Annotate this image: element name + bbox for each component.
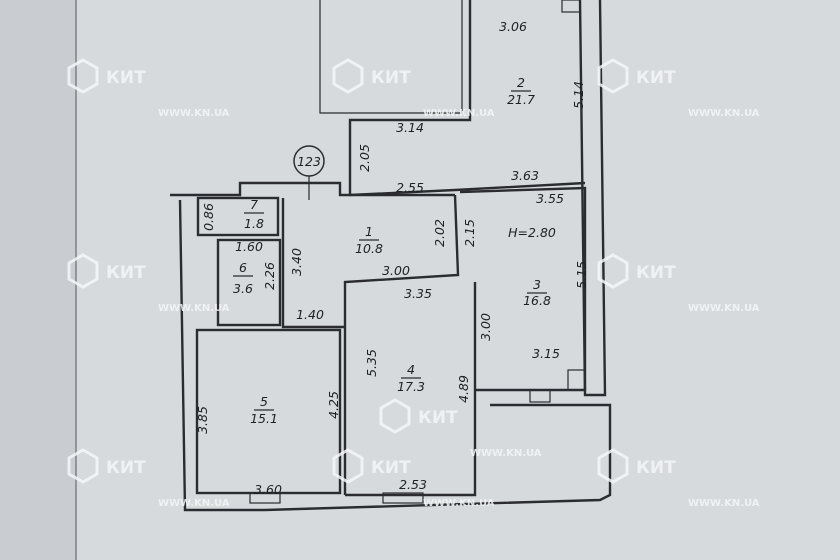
dimension: 5.14 (571, 81, 586, 109)
watermark-brand: КИТ (636, 458, 676, 478)
watermark: КИТ WWW.KN.UA (597, 58, 760, 119)
watermark: КИТ WWW.KN.UA (597, 448, 760, 509)
page-margin (0, 0, 76, 560)
dimension: 5.35 (364, 349, 379, 377)
logo-hexagon-icon (332, 448, 364, 484)
dimension: 0.86 (201, 203, 216, 231)
dimension: 3.15 (532, 346, 560, 361)
dimension: 3.55 (536, 191, 564, 206)
watermark-brand: КИТ (636, 263, 676, 283)
room-area: 21.7 (507, 92, 535, 107)
logo-hexagon-icon (67, 58, 99, 94)
dimension-labels: 3.06 5.14 3.14 2.05 3.63 2.55 3.55 0.86 … (195, 19, 589, 497)
room-number: 4 (407, 362, 415, 377)
dimension: 5.15 (574, 261, 589, 289)
watermark-brand: КИТ (636, 68, 676, 88)
axis-marker-label: 123 (297, 154, 321, 169)
room-number: 5 (260, 394, 268, 409)
room-number: 3 (533, 277, 541, 292)
watermark-url: WWW.KN.UA (688, 498, 760, 509)
watermark: КИТ WWW.KN.UA (67, 448, 230, 509)
walls (170, 0, 612, 512)
dimension: 2.02 (432, 219, 447, 247)
dimension: 2.05 (357, 144, 372, 172)
dimension: 2.15 (462, 219, 477, 247)
room-area: 15.1 (250, 411, 278, 426)
dimension: 3.63 (511, 168, 539, 183)
room-number: 2 (517, 75, 525, 90)
room-number: 7 (250, 197, 258, 212)
dimension: 4.89 (456, 375, 471, 403)
logo-hexagon-icon (597, 58, 629, 94)
watermark-brand: КИТ (106, 458, 146, 478)
dimension: 3.85 (195, 406, 210, 434)
dimension: 3.14 (396, 120, 424, 135)
watermark-brand: КИТ (371, 458, 411, 478)
watermark: КИТ WWW.KN.UA (597, 253, 760, 314)
room-area: 16.8 (523, 293, 551, 308)
logo-hexagon-icon (67, 448, 99, 484)
watermark-url: WWW.KN.UA (470, 448, 542, 459)
dimension: 4.25 (326, 391, 341, 419)
logo-hexagon-icon (597, 448, 629, 484)
logo-hexagon-icon (332, 58, 364, 94)
dimension: 3.40 (289, 248, 304, 276)
dimension: 2.53 (399, 477, 427, 492)
watermark: КИТ WWW.KN.UA (332, 448, 495, 509)
watermark-url: WWW.KN.UA (423, 108, 495, 119)
watermark: КИТ WWW.KN.UA (67, 58, 230, 119)
watermark: КИТ WWW.KN.UA (67, 253, 230, 314)
watermark-brand: КИТ (106, 263, 146, 283)
ceiling-height: H=2.80 (508, 225, 556, 240)
room-area: 10.8 (355, 241, 383, 256)
dimension: 3.06 (499, 19, 527, 34)
dimension: 3.60 (254, 482, 282, 497)
dimension: 2.55 (396, 180, 424, 195)
dimension: 3.00 (478, 313, 493, 341)
logo-hexagon-icon (597, 253, 629, 289)
watermark-brand: КИТ (106, 68, 146, 88)
watermarks: КИТ WWW.KN.UA КИТ WWW.KN.UA КИТ WWW.KN.UA КИТ W… (67, 58, 760, 509)
logo-hexagon-icon (67, 253, 99, 289)
watermark-url: WWW.KN.UA (423, 498, 495, 509)
watermark: КИТ WWW.KN.UA (379, 398, 542, 459)
watermark: КИТ WWW.KN.UA (332, 58, 495, 119)
watermark-brand: КИТ (418, 408, 458, 428)
dimension: 1.60 (235, 239, 263, 254)
room-area: 17.3 (397, 379, 425, 394)
room-labels: 1 10.8 2 21.7 3 16.8 4 17.3 5 15.1 6 3.6… (233, 75, 556, 426)
axis-marker: 123 (293, 145, 325, 200)
room-number: 1 (365, 224, 373, 239)
dimension: 3.35 (404, 286, 432, 301)
watermark-url: WWW.KN.UA (688, 303, 760, 314)
watermark-brand: КИТ (371, 68, 411, 88)
watermark-url: WWW.KN.UA (158, 303, 230, 314)
watermark-url: WWW.KN.UA (688, 108, 760, 119)
room-area: 1.8 (244, 216, 264, 231)
dimension: 1.40 (296, 307, 324, 322)
dimension: 2.26 (262, 262, 277, 290)
room-area: 3.6 (233, 281, 253, 296)
room-number: 6 (239, 260, 247, 275)
fraction-lines (233, 90, 547, 411)
logo-hexagon-icon (379, 398, 411, 434)
watermark-url: WWW.KN.UA (158, 498, 230, 509)
dimension: 3.00 (382, 263, 410, 278)
watermark-url: WWW.KN.UA (158, 108, 230, 119)
